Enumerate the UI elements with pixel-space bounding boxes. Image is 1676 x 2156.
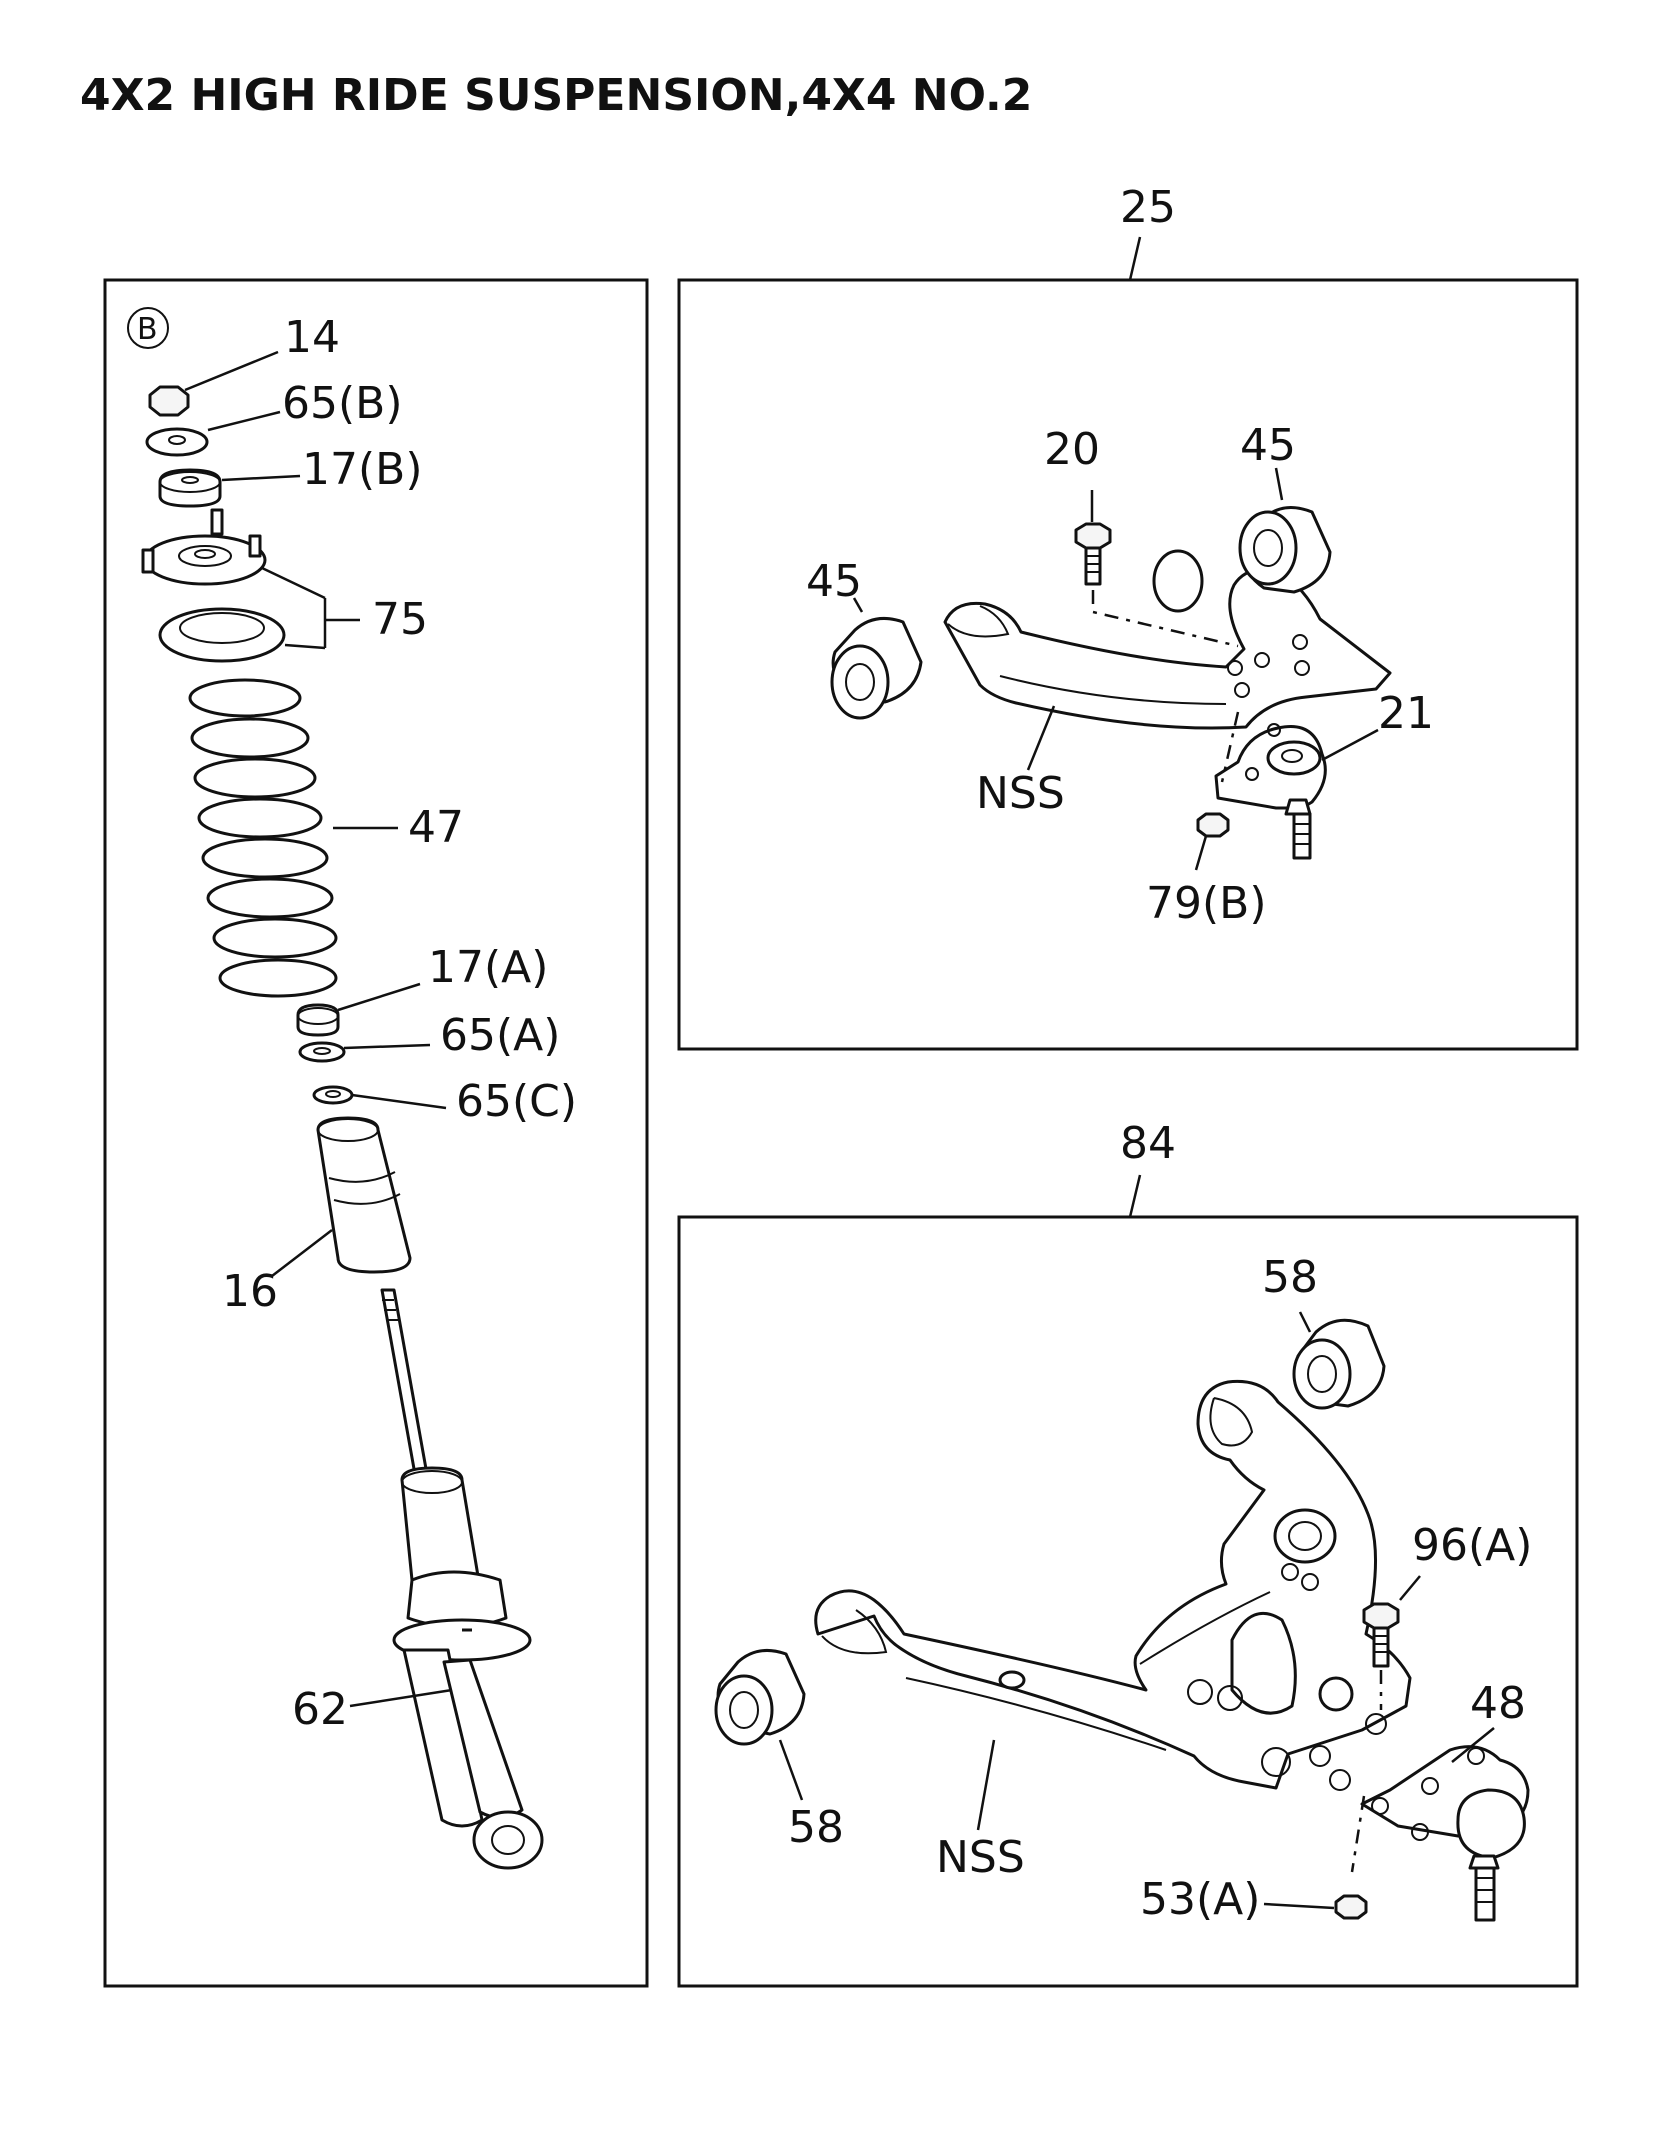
label-47: 47	[408, 802, 464, 853]
label-nss-lower: NSS	[936, 1832, 1025, 1883]
page-title: 4X2 HIGH RIDE SUSPENSION,4X4 NO.2	[80, 70, 1033, 121]
left-panel-frame	[103, 278, 649, 1988]
lower-arm-panel-frame	[677, 1215, 1579, 1988]
label-17b: 17(B)	[302, 444, 423, 495]
shock-absorber-62	[349, 1288, 544, 1870]
bolt-20	[1074, 490, 1239, 648]
bolt-96a	[1362, 1575, 1421, 1710]
label-65b: 65(B)	[282, 378, 403, 429]
label-65c: 65(C)	[456, 1076, 577, 1127]
bumper-17a	[296, 982, 421, 1037]
washer-65c	[312, 1085, 447, 1110]
lower-control-arm	[814, 1379, 1412, 1831]
strut-mount-75	[141, 508, 360, 663]
nut-79b	[1194, 812, 1230, 871]
label-62: 62	[292, 1684, 348, 1735]
upper-control-arm	[943, 549, 1392, 771]
bushing-58-top	[1292, 1311, 1386, 1410]
label-96a: 96(A)	[1412, 1520, 1532, 1571]
washer-65a	[298, 1041, 431, 1063]
svg-text:B: B	[137, 312, 158, 347]
bushing-45-right	[1238, 467, 1332, 594]
bushing-58-left	[714, 1648, 806, 1801]
label-45-right: 45	[1240, 420, 1296, 471]
label-48: 48	[1470, 1678, 1526, 1729]
label-58-top: 58	[1262, 1252, 1318, 1303]
label-53a: 53(A)	[1140, 1874, 1260, 1925]
label-14: 14	[284, 312, 340, 363]
label-16: 16	[222, 1266, 278, 1317]
group-label-25: 25	[1120, 182, 1176, 233]
coil-spring-47	[188, 678, 398, 998]
bump-stop-16	[271, 1116, 412, 1277]
label-45-left: 45	[806, 556, 862, 607]
label-20: 20	[1044, 424, 1100, 475]
label-58-left: 58	[788, 1802, 844, 1853]
label-nss-upper: NSS	[976, 768, 1065, 819]
washer-65b	[145, 410, 281, 457]
upper-arm-panel-frame	[677, 278, 1579, 1051]
label-17a: 17(A)	[428, 942, 548, 993]
marker-b: B	[127, 307, 169, 349]
ball-joint-21	[1214, 711, 1379, 860]
label-75: 75	[372, 594, 428, 645]
bushing-45-left	[830, 597, 923, 720]
label-79b: 79(B)	[1146, 878, 1267, 929]
group-label-84: 84	[1120, 1118, 1176, 1169]
ball-joint-48	[1350, 1727, 1530, 1922]
bushing-17b	[158, 468, 301, 508]
label-65a: 65(A)	[440, 1010, 560, 1061]
label-21: 21	[1378, 688, 1434, 739]
nut-14	[148, 350, 279, 417]
nut-53a	[1263, 1894, 1368, 1920]
